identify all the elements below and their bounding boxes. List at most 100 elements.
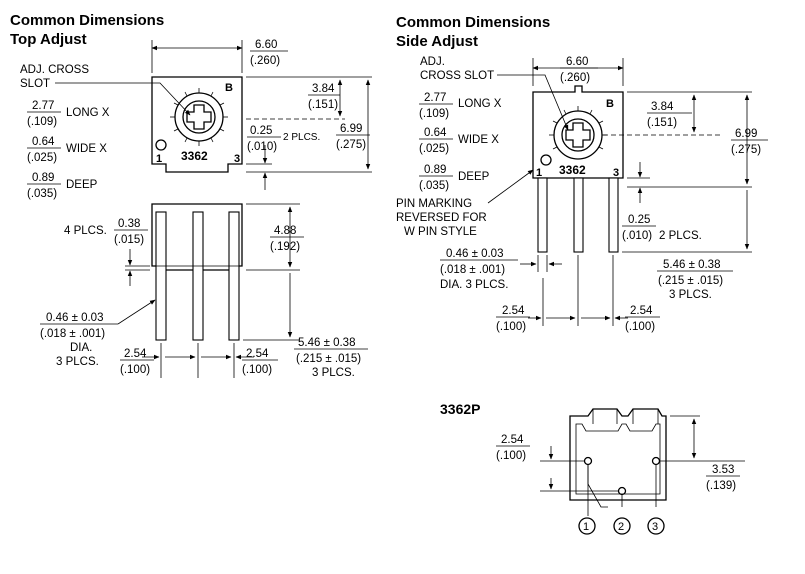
side-adjust-width-inch: (.260) — [560, 72, 590, 84]
side-adjust-h699-value: 6.99 — [735, 128, 757, 140]
top-adjust-h025-value: 0.25 — [250, 125, 272, 137]
model-3362p-heading: 3362P — [440, 401, 480, 417]
model-3362p-dim254-value: 2.54 — [501, 434, 524, 446]
top-adjust-h025-plcs: 2 PLCS. — [283, 132, 320, 143]
model-3362p-dim353-value: 3.53 — [712, 464, 734, 476]
side-adjust-pin-length-inch: (.215 ± .015) — [658, 275, 723, 287]
side-adjust-heading-line2: Side Adjust — [396, 33, 478, 50]
side-adjust-logo: B — [606, 98, 614, 110]
side-adjust-wide-x-value: 0.64 — [424, 127, 447, 139]
side-adjust-body: B 1 3 3362 — [532, 85, 624, 253]
side-adjust-h384-value: 3.84 — [651, 101, 674, 113]
top-adjust-deep-inch: (.035) — [27, 188, 57, 200]
top-adjust-top-view: B 1 3 3362 — [151, 76, 243, 173]
side-adjust-pin-length-plcs: 3 PLCS. — [669, 289, 712, 301]
side-adjust-h384-inch: (.151) — [647, 117, 677, 129]
side-adjust-pin-left — [537, 177, 548, 253]
top-adjust-width-inch: (.260) — [250, 55, 280, 67]
side-adjust-pin-center — [573, 177, 584, 253]
top-adjust-deep-value: 0.89 — [32, 172, 54, 184]
model-3362p-footprint — [569, 408, 667, 516]
side-adjust-deep-value: 0.89 — [424, 164, 446, 176]
side-adjust-dia-inch: (.018 ± .001) — [440, 264, 505, 276]
top-adjust-wide-x-value: 0.64 — [32, 136, 55, 148]
top-adjust-slot-label-1: ADJ. CROSS — [20, 64, 89, 76]
top-adjust-h488-inch: (.192) — [270, 241, 300, 253]
side-adjust-h025-value: 0.25 — [628, 214, 650, 226]
side-adjust-long-x-inch: (.109) — [419, 108, 449, 120]
side-adjust-pin-marking-1: PIN MARKING — [396, 198, 472, 210]
top-adjust-width-value: 6.60 — [255, 39, 277, 51]
top-adjust-h488-value: 4.88 — [274, 225, 296, 237]
side-adjust-h025-plcs: 2 PLCS. — [659, 230, 702, 242]
side-adjust-wide-x-inch: (.025) — [419, 143, 449, 155]
top-adjust-dia-plcs: 3 PLCS. — [56, 356, 99, 368]
side-adjust-dia-label: DIA. 3 PLCS. — [440, 279, 508, 291]
model-3362p-section: 3362P 1 2 3 2.54 (.100) — [440, 401, 745, 535]
top-adjust-logo: B — [225, 82, 233, 94]
top-adjust-pin-center — [192, 211, 204, 341]
top-adjust-pin-right — [228, 211, 240, 341]
top-adjust-heading-line2: Top Adjust — [10, 31, 87, 48]
side-adjust-width-value: 6.60 — [566, 56, 588, 68]
model-3362p-pin-number-1: 1 — [583, 521, 589, 533]
top-adjust-standoff-value: 0.38 — [118, 218, 140, 230]
top-adjust-section: Common Dimensions Top Adjust B — [10, 12, 372, 379]
side-adjust-slot-label-1: ADJ. — [420, 56, 445, 68]
top-adjust-pin3-mark: 3 — [234, 153, 240, 165]
top-adjust-pin-length-value: 5.46 ± 0.38 — [298, 337, 355, 349]
side-adjust-h699-inch: (.275) — [731, 144, 761, 156]
top-adjust-pitch-right-inch: (.100) — [242, 364, 272, 376]
top-adjust-heading-line1: Common Dimensions — [10, 12, 164, 29]
top-adjust-pitch-left-inch: (.100) — [120, 364, 150, 376]
top-adjust-slot-label-2: SLOT — [20, 78, 50, 90]
top-adjust-standoff-inch: (.015) — [114, 234, 144, 246]
side-adjust-long-x-label: LONG X — [458, 98, 502, 110]
top-adjust-h384-inch: (.151) — [308, 99, 338, 111]
top-adjust-wide-x-inch: (.025) — [27, 152, 57, 164]
model-3362p-dim254-inch: (.100) — [496, 450, 526, 462]
side-adjust-long-x-value: 2.77 — [424, 92, 446, 104]
top-adjust-deep-label: DEEP — [66, 179, 98, 191]
side-adjust-pitch-left-inch: (.100) — [496, 321, 526, 333]
top-adjust-dia-label: DIA. — [70, 342, 92, 354]
side-adjust-pitch-right-inch: (.100) — [625, 321, 655, 333]
top-adjust-pin-length-plcs: 3 PLCS. — [312, 367, 355, 379]
side-adjust-pitch-left-value: 2.54 — [502, 305, 525, 317]
side-adjust-pin-marking-3: W PIN STYLE — [404, 226, 477, 238]
model-3362p-pin-number-2: 2 — [618, 521, 624, 533]
top-adjust-pitch-left-value: 2.54 — [124, 348, 147, 360]
top-adjust-dia-value: 0.46 ± 0.03 — [46, 312, 103, 324]
side-adjust-slot-label-2: CROSS SLOT — [420, 70, 494, 82]
top-adjust-width-dimension: 6.60 (.260) — [151, 39, 288, 73]
top-adjust-long-x-value: 2.77 — [32, 100, 54, 112]
top-adjust-side-view — [151, 203, 243, 341]
side-adjust-pin-marking-2: REVERSED FOR — [396, 212, 487, 224]
side-adjust-pin1-mark: 1 — [536, 167, 542, 179]
side-adjust-section: Common Dimensions Side Adjust 6.60 (.260… — [396, 14, 768, 333]
top-adjust-long-x-label: LONG X — [66, 107, 110, 119]
top-adjust-pin1-mark: 1 — [156, 153, 162, 165]
top-adjust-h384-value: 3.84 — [312, 83, 335, 95]
side-adjust-body-text: 3362 — [559, 163, 586, 177]
model-3362p-pin-number-3: 3 — [652, 521, 658, 533]
side-adjust-dia-value: 0.46 ± 0.03 — [446, 248, 503, 260]
top-adjust-long-x-inch: (.109) — [27, 116, 57, 128]
side-adjust-pin-length-value: 5.46 ± 0.38 — [663, 259, 720, 271]
top-adjust-standoff-prefix: 4 PLCS. — [64, 225, 107, 237]
side-adjust-pin3-mark: 3 — [613, 167, 619, 179]
side-adjust-deep-inch: (.035) — [419, 180, 449, 192]
top-adjust-h025-inch: (.010) — [247, 141, 277, 153]
top-adjust-rotor — [170, 88, 228, 146]
top-adjust-dia-inch: (.018 ± .001) — [40, 328, 105, 340]
side-adjust-deep-label: DEEP — [458, 171, 490, 183]
side-adjust-pitch-right-value: 2.54 — [630, 305, 653, 317]
top-adjust-height-dimensions: 3.84 (.151) 6.99 (.275) 0.25 (.010) 2 PL… — [246, 76, 372, 190]
side-adjust-wide-x-label: WIDE X — [458, 134, 499, 146]
model-3362p-dim353-inch: (.139) — [706, 480, 736, 492]
top-adjust-pin-left — [155, 211, 167, 341]
side-adjust-h025-inch: (.010) — [622, 230, 652, 242]
side-adjust-pin-right — [608, 177, 619, 253]
top-adjust-h699-inch: (.275) — [336, 139, 366, 151]
